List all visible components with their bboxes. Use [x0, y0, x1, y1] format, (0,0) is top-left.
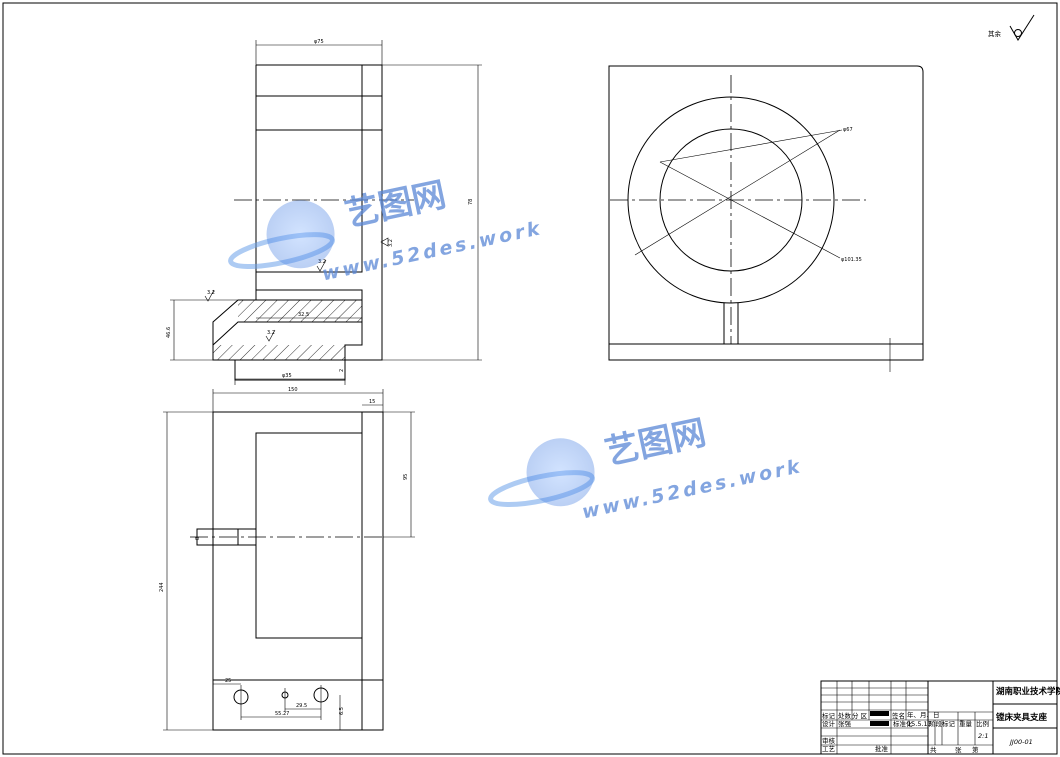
svg-text:3.2: 3.2 [207, 290, 215, 296]
front-view: 150 15 244 95 8 25 29.5 55.27 6.5 [159, 387, 415, 731]
roughness-mark-2: 3.2 [316, 259, 327, 272]
dim-hole-pitch: 29.5 [296, 703, 307, 709]
dim-front-right: 95 [403, 474, 409, 480]
hatch-bottom [213, 345, 345, 360]
roughness-icon [265, 329, 276, 342]
designer-label: 设计 [822, 719, 836, 728]
title-block-frame [820, 680, 1058, 755]
roughness-mark-1: 3.2 [204, 289, 215, 302]
roughness-mark-4: 3.2 [380, 237, 394, 247]
hatch-middle [238, 300, 362, 322]
front-outline [212, 411, 384, 731]
std-label: 标准化 [893, 719, 913, 728]
designer-name: 张强 [838, 719, 852, 728]
header-zone: 分 区 [852, 711, 868, 720]
roughness-circle-icon [1014, 29, 1022, 37]
sheet-text-3: 第 [972, 745, 979, 754]
side-view: φ67 φ101.35 [608, 65, 924, 372]
design-date: 15.5.13 [907, 720, 932, 728]
part-name: 镗床夹具支座 [996, 712, 1048, 723]
dim-hole-bottom: 6.5 [339, 707, 345, 715]
roughness-icon [204, 289, 215, 302]
watermark-name: 艺图网 [341, 175, 449, 235]
company-name: 湖南职业技术学院 [996, 686, 1060, 697]
leader-outer-2 [659, 161, 841, 259]
roughness-icon [380, 237, 389, 247]
dim-inner-dia: φ67 [843, 127, 853, 133]
stage-label: 阶段标记 [929, 719, 956, 728]
drawing-number: JJ00-01 [1008, 738, 1033, 746]
header-mark: 标记 [822, 711, 836, 720]
watermark-globe-icon [526, 438, 595, 507]
leader-inner [659, 129, 843, 163]
section-view: φ75 78 32.5 46.6 φ35 2 3.2 3.2 [166, 39, 482, 385]
header-date: 年、月、日 [907, 710, 940, 719]
svg-text:3.2: 3.2 [388, 239, 394, 247]
approve-label: 批准 [875, 744, 889, 753]
header-change-doc-blot [870, 711, 889, 716]
dim-front-key: 8 [195, 537, 201, 540]
process-label: 工艺 [822, 745, 836, 753]
dim-front-width: 150 [288, 387, 298, 393]
dim-front-height: 244 [159, 582, 165, 592]
dim-left-height: 46.6 [166, 327, 172, 338]
dim-slot-width: 32.5 [298, 312, 309, 318]
dim-top-width: φ75 [314, 39, 324, 45]
weight-label: 重量 [959, 720, 973, 728]
watermark-2: 艺图网 www.52des.work [488, 413, 805, 523]
sheet-text-1: 共 [930, 745, 937, 754]
roughness-mark-3: 3.2 [265, 329, 276, 342]
dim-hole-span: 55.27 [275, 711, 289, 717]
dim-bore: φ35 [282, 373, 292, 379]
side-outline [608, 65, 924, 361]
watermark-1: 艺图网 www.52des.work [228, 175, 545, 285]
outline-top [256, 64, 363, 96]
dim-hole-left: 25 [225, 678, 231, 684]
svg-text:3.2: 3.2 [267, 330, 275, 336]
dim-outer-dia: φ101.35 [841, 257, 862, 263]
dim-height: 78 [468, 199, 474, 205]
outline-chamfer [212, 299, 362, 346]
header-sign: 签名 [892, 711, 905, 720]
dim-bottom-step: 2 [339, 369, 345, 372]
scale-label: 比例 [976, 719, 989, 728]
title-block: 湖南职业技术学院 镗床夹具支座 JJ00-01 标记 处数 分 区 签名 年、月… [820, 680, 1060, 755]
watermark-name: 艺图网 [601, 413, 709, 473]
sheet-text-2: 张 [955, 745, 962, 754]
dim-front-top-right: 15 [369, 399, 375, 405]
leader-outer-1 [634, 129, 841, 256]
surface-finish-note: 其余 [988, 14, 1035, 41]
outline-base [212, 299, 382, 361]
review-label: 审核 [822, 736, 836, 745]
header-count: 处数 [838, 711, 852, 720]
roughness-symbol-icon [1009, 14, 1035, 41]
watermark-globe-icon [266, 200, 335, 269]
front-pocket [255, 432, 363, 639]
surface-finish-label: 其余 [988, 29, 1002, 38]
roughness-icon [316, 259, 327, 272]
hatch-upper-flange [255, 95, 383, 131]
svg-text:3.2: 3.2 [318, 259, 326, 265]
scale-value: 2:1 [978, 732, 988, 740]
designer-sign-blot [870, 721, 889, 726]
